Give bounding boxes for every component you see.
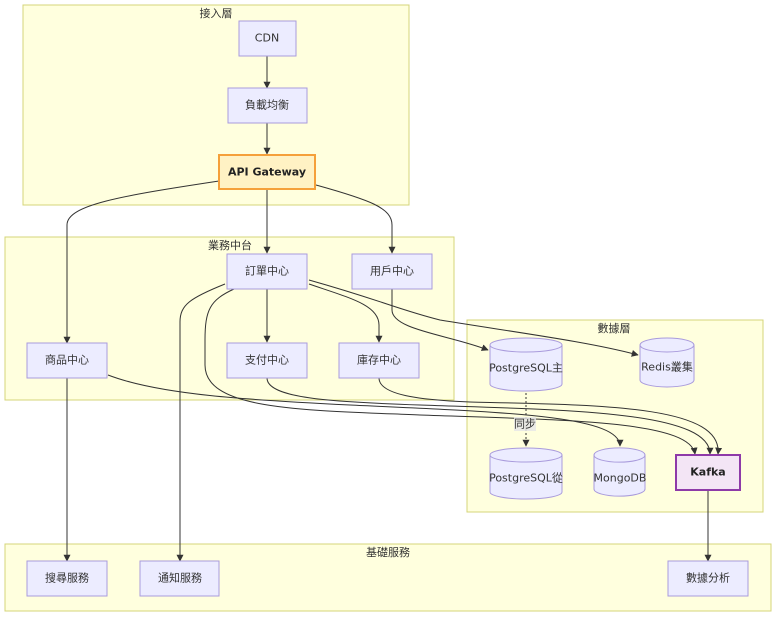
svg-text:Kafka: Kafka bbox=[690, 466, 725, 479]
edge-order-redis bbox=[308, 279, 639, 357]
node-data-analytics[interactable]: 數據分析 bbox=[667, 560, 749, 597]
svg-text:PostgreSQL從: PostgreSQL從 bbox=[489, 472, 563, 485]
cluster-infra-label: 基礎服務 bbox=[366, 545, 410, 559]
node-postgresql-slave[interactable]: PostgreSQL從 bbox=[489, 447, 563, 500]
edge-payment-kafka bbox=[266, 377, 714, 455]
node-payment-center[interactable]: 支付中心 bbox=[226, 342, 308, 379]
svg-text:負載均衡: 負載均衡 bbox=[245, 99, 289, 112]
node-mongodb[interactable]: MongoDB bbox=[593, 447, 647, 497]
node-postgresql-master[interactable]: PostgreSQL主 bbox=[489, 337, 563, 392]
node-search-service[interactable]: 搜尋服務 bbox=[26, 560, 108, 597]
svg-text:搜尋服務: 搜尋服務 bbox=[45, 571, 89, 585]
cluster-infra-layer: 基礎服務 bbox=[4, 543, 772, 612]
edge-user-pgmaster bbox=[391, 289, 489, 351]
svg-text:API Gateway: API Gateway bbox=[228, 166, 306, 179]
node-order-center[interactable]: 訂單中心 bbox=[226, 253, 308, 290]
edge-inventory-kafka bbox=[378, 377, 723, 455]
svg-text:庫存中心: 庫存中心 bbox=[357, 353, 401, 367]
svg-text:CDN: CDN bbox=[255, 32, 279, 45]
edge-product-mongo bbox=[107, 374, 624, 447]
svg-text:Redis叢集: Redis叢集 bbox=[641, 360, 693, 374]
svg-text:支付中心: 支付中心 bbox=[245, 354, 289, 367]
cluster-access-label: 接入層 bbox=[200, 7, 233, 20]
svg-text:通知服務: 通知服務 bbox=[158, 571, 202, 585]
svg-text:MongoDB: MongoDB bbox=[594, 472, 647, 485]
edge-gateway-user bbox=[315, 184, 396, 254]
edge-label-sync: 同步 bbox=[514, 417, 536, 431]
edge-order-kafka bbox=[204, 288, 698, 455]
edge-order-inventory bbox=[308, 283, 383, 343]
node-redis-cluster[interactable]: Redis叢集 bbox=[639, 337, 695, 388]
cluster-business-label: 業務中台 bbox=[208, 238, 252, 252]
node-api-gateway[interactable]: API Gateway bbox=[218, 154, 316, 190]
node-product-center[interactable]: 商品中心 bbox=[26, 342, 108, 379]
edges bbox=[63, 56, 723, 562]
node-user-center[interactable]: 用戶中心 bbox=[351, 253, 433, 290]
svg-text:用戶中心: 用戶中心 bbox=[370, 265, 414, 278]
cluster-access-layer: 接入層 bbox=[22, 4, 410, 206]
node-load-balancer[interactable]: 負載均衡 bbox=[227, 87, 308, 124]
svg-text:訂單中心: 訂單中心 bbox=[245, 264, 289, 278]
edge-gateway-product bbox=[63, 180, 220, 344]
cluster-data-label: 數據層 bbox=[598, 321, 631, 335]
node-notification-service[interactable]: 通知服務 bbox=[139, 560, 220, 597]
node-inventory-center[interactable]: 庫存中心 bbox=[338, 342, 420, 379]
svg-text:同步: 同步 bbox=[514, 418, 536, 431]
node-kafka[interactable]: Kafka bbox=[675, 454, 741, 491]
node-cdn[interactable]: CDN bbox=[238, 20, 297, 57]
svg-text:PostgreSQL主: PostgreSQL主 bbox=[489, 362, 563, 375]
svg-text:商品中心: 商品中心 bbox=[45, 353, 89, 367]
svg-text:數據分析: 數據分析 bbox=[686, 571, 730, 585]
edge-order-notify bbox=[176, 283, 226, 562]
